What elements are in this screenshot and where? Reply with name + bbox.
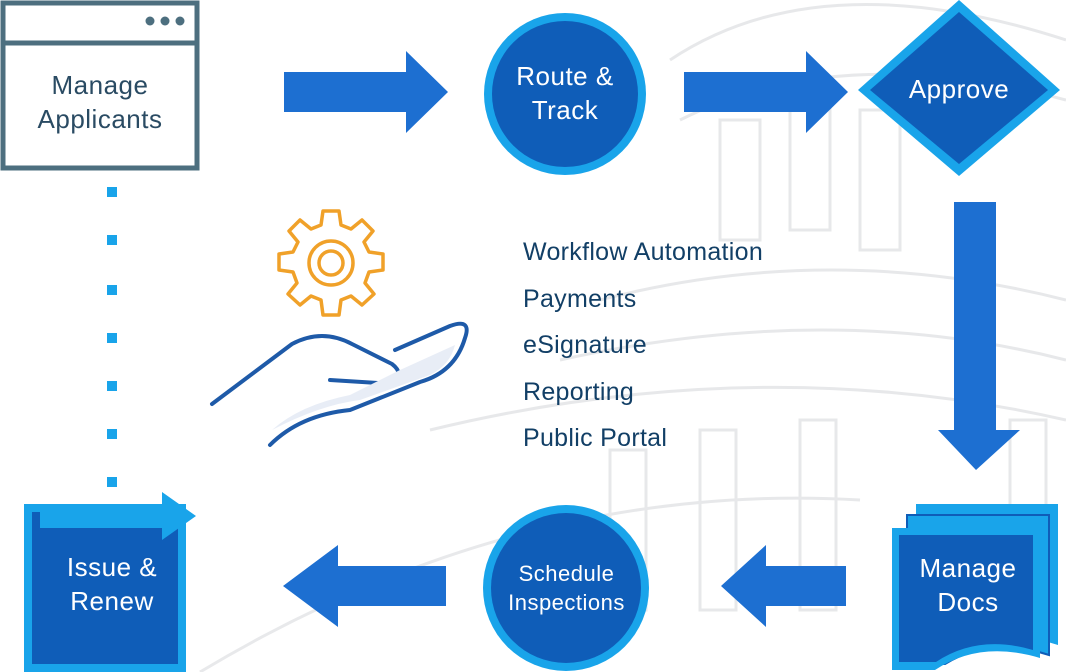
schedule-inspections-label: Schedule Inspections xyxy=(508,560,625,615)
manage-applicants-node: Manage Applicants xyxy=(0,0,200,172)
issue-renew-card xyxy=(24,492,196,672)
schedule-inspections-node: Schedule Inspections xyxy=(483,505,650,672)
flow-arrow-schedule-to-issue xyxy=(283,545,446,627)
flow-arrow-route-to-approve xyxy=(684,51,848,133)
feature-item: Reporting xyxy=(523,377,635,406)
route-track-node: Route & Track xyxy=(483,12,647,176)
manage-applicants-window xyxy=(0,0,200,171)
manage-docs-stack xyxy=(892,504,1058,670)
flow-arrow-approve-to-docs xyxy=(938,202,1020,470)
issue-renew-label: Issue & Renew xyxy=(66,552,158,616)
manage-applicants-label: Manage Applicants xyxy=(37,70,163,134)
approve-node: Approve xyxy=(852,0,1066,180)
feature-item: eSignature xyxy=(523,331,647,359)
flow-arrow-docs-to-schedule xyxy=(721,545,846,627)
approve-label: Approve xyxy=(908,74,1010,105)
three-dots-icon xyxy=(145,16,185,26)
route-track-label: Route & Track xyxy=(516,61,614,125)
schedule-inspections-circle xyxy=(483,505,649,671)
feature-item: Public Portal xyxy=(523,424,668,452)
approve-diamond xyxy=(858,0,1060,176)
feature-item: Workflow Automation xyxy=(523,238,764,266)
flow-arrow-applicants-to-route xyxy=(284,51,448,133)
feature-item: Payments xyxy=(523,284,637,313)
manage-docs-node: Manage Docs xyxy=(888,502,1058,672)
route-track-circle xyxy=(484,13,646,175)
hand-holding-gear-icon xyxy=(210,209,469,447)
issue-renew-node: Issue & Renew xyxy=(22,494,204,672)
manage-docs-label: Manage Docs xyxy=(919,553,1017,617)
dotted-connector xyxy=(107,187,117,487)
feature-list: Workflow Automation Payments eSignature … xyxy=(523,238,763,471)
